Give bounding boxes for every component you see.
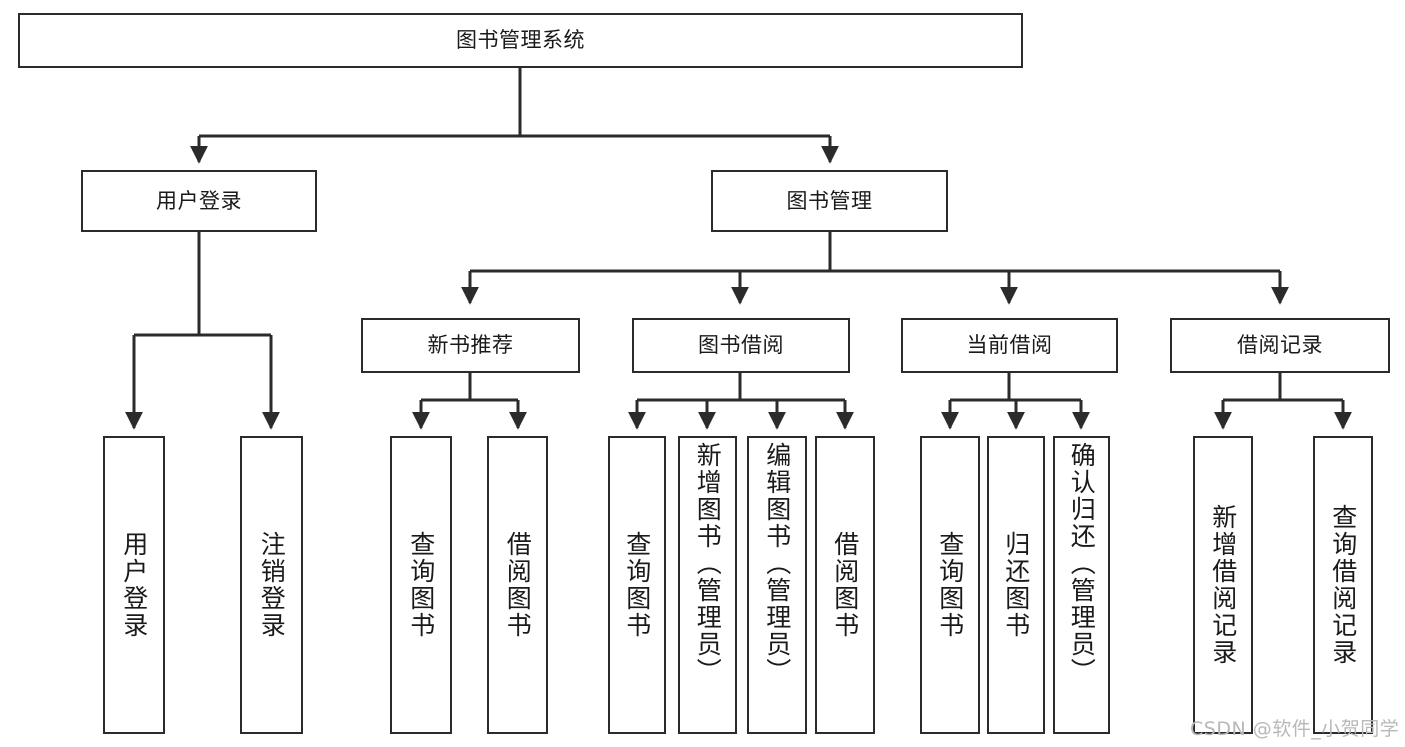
node-label: 图书借阅 [698, 333, 784, 358]
node-label: 归还图书 [1001, 531, 1031, 639]
leaf-query-book-current[interactable]: 查询图书 [920, 436, 980, 734]
node-label: 图书管理 [786, 188, 873, 213]
node-label: 借阅图书 [830, 531, 860, 639]
leaf-return-book[interactable]: 归还图书 [987, 436, 1045, 734]
leaf-edit-book-admin[interactable]: 编辑图书（管理员） [747, 436, 807, 734]
node-label: 查询图书 [406, 531, 436, 639]
node-label: 新书推荐 [427, 333, 514, 358]
leaf-add-book-admin[interactable]: 新增图书（管理员） [678, 436, 737, 734]
node-label: 查询借阅记录 [1328, 504, 1358, 666]
node-label: 确认归还（管理员） [1067, 442, 1097, 685]
leaf-query-borrow-record[interactable]: 查询借阅记录 [1313, 436, 1373, 734]
leaf-query-book-borrow[interactable]: 查询图书 [608, 436, 666, 734]
node-label: 查询图书 [622, 531, 652, 639]
leaf-query-book-recommend[interactable]: 查询图书 [390, 436, 452, 734]
node-label: 图书管理系统 [456, 28, 585, 53]
node-book-management[interactable]: 图书管理 [711, 170, 948, 232]
node-label: 借阅图书 [503, 531, 533, 639]
node-label: 借阅记录 [1237, 333, 1323, 358]
leaf-user-logout[interactable]: 注销登录 [240, 436, 303, 734]
leaf-confirm-return-admin[interactable]: 确认归还（管理员） [1053, 436, 1110, 734]
node-new-book-recommend[interactable]: 新书推荐 [361, 318, 580, 373]
node-label: 新增图书（管理员） [693, 442, 723, 685]
node-label: 当前借阅 [966, 333, 1053, 358]
node-label: 新增借阅记录 [1208, 504, 1238, 666]
node-book-borrow[interactable]: 图书借阅 [632, 318, 850, 373]
leaf-borrow-book[interactable]: 借阅图书 [815, 436, 875, 734]
node-user-login[interactable]: 用户登录 [81, 170, 317, 232]
node-root-system[interactable]: 图书管理系统 [18, 13, 1023, 68]
node-label: 用户登录 [119, 531, 149, 639]
node-label: 用户登录 [156, 188, 242, 213]
node-label: 查询图书 [935, 531, 965, 639]
leaf-add-borrow-record[interactable]: 新增借阅记录 [1193, 436, 1253, 734]
leaf-borrow-book-recommend[interactable]: 借阅图书 [487, 436, 548, 734]
node-label: 注销登录 [257, 531, 287, 639]
leaf-user-login[interactable]: 用户登录 [103, 436, 165, 734]
node-current-borrow[interactable]: 当前借阅 [901, 318, 1118, 373]
node-borrow-record[interactable]: 借阅记录 [1170, 318, 1390, 373]
node-label: 编辑图书（管理员） [762, 442, 792, 685]
